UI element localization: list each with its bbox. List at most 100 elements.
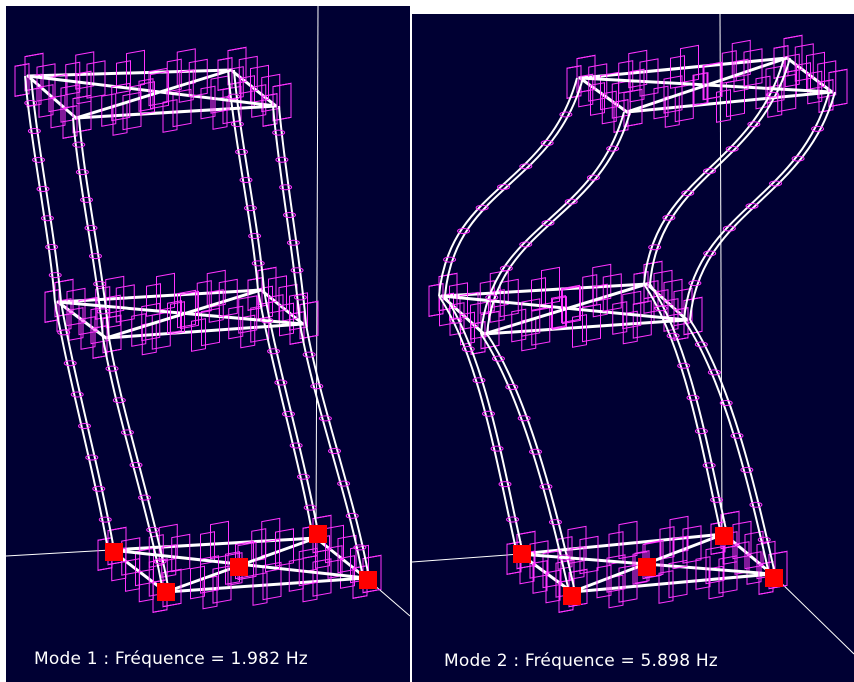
column-node-marker xyxy=(498,481,512,488)
column-node-marker xyxy=(688,280,702,287)
node-marker xyxy=(618,564,638,603)
column xyxy=(233,69,265,291)
column-node-marker xyxy=(745,203,759,209)
column-node-marker xyxy=(791,155,805,162)
node-marker xyxy=(50,94,66,129)
node-marker xyxy=(758,561,774,595)
column-node-marker xyxy=(78,423,91,429)
column-node-marker xyxy=(239,177,253,183)
node-marker xyxy=(632,551,648,585)
column xyxy=(72,117,104,339)
column-node-marker xyxy=(557,554,571,561)
floor-beam xyxy=(26,74,278,108)
column xyxy=(486,111,631,335)
column-node-marker xyxy=(443,256,457,263)
column-node-marker xyxy=(70,391,84,398)
node-marker xyxy=(172,88,192,128)
node-marker xyxy=(250,64,269,104)
node-marker xyxy=(531,307,551,346)
node-marker xyxy=(299,300,319,340)
column-node-marker xyxy=(267,348,281,355)
node-marker xyxy=(36,63,56,102)
column-node-marker xyxy=(88,253,102,260)
column-node-marker xyxy=(96,308,110,315)
node-marker xyxy=(80,316,96,350)
node-marker xyxy=(265,538,280,573)
column-node-marker xyxy=(32,156,46,163)
floor-beam xyxy=(26,68,233,78)
node-marker xyxy=(167,300,182,334)
node-marker xyxy=(202,575,218,610)
node-marker xyxy=(261,517,281,557)
mode-1-caption: Mode 1 : Fréquence = 1.982 Hz xyxy=(34,649,308,669)
mode-2-viewport: Mode 2 : Fréquence = 5.898 Hz xyxy=(412,14,854,682)
node-marker xyxy=(731,39,751,79)
node-marker xyxy=(262,93,278,127)
column-node-marker xyxy=(353,544,367,551)
node-marker xyxy=(622,310,638,345)
node-marker xyxy=(217,57,233,91)
node-marker xyxy=(86,60,106,99)
node-marker xyxy=(558,579,574,613)
node-marker xyxy=(340,555,355,589)
node-marker xyxy=(272,82,292,122)
node-marker xyxy=(140,81,155,115)
column xyxy=(272,105,301,325)
node-marker xyxy=(663,75,683,114)
node-marker xyxy=(272,82,292,122)
axis-line xyxy=(412,553,521,563)
node-marker xyxy=(62,105,78,139)
node-marker xyxy=(218,278,238,318)
node-marker xyxy=(141,302,161,342)
node-marker xyxy=(551,295,566,329)
column xyxy=(78,117,110,339)
floor-beam xyxy=(109,536,318,552)
node-marker xyxy=(773,45,789,79)
column-node-marker xyxy=(93,280,107,287)
column-node-marker xyxy=(769,180,783,187)
node-marker xyxy=(632,300,652,339)
node-marker xyxy=(190,565,205,600)
node-marker xyxy=(693,72,709,106)
node-marker xyxy=(746,551,762,585)
axis-line xyxy=(771,573,854,655)
floor-beam xyxy=(578,56,789,80)
node-marker xyxy=(352,565,368,599)
node-marker xyxy=(126,49,145,89)
node-marker xyxy=(579,535,599,575)
column xyxy=(444,77,584,297)
column-node-marker xyxy=(482,410,495,417)
floor-beam xyxy=(229,68,278,108)
node-marker xyxy=(653,289,669,323)
column xyxy=(60,301,115,551)
column-node-marker xyxy=(303,504,317,511)
column xyxy=(305,323,370,579)
node-marker xyxy=(743,48,763,87)
column xyxy=(444,295,524,555)
column-node-marker xyxy=(129,462,143,468)
node-marker xyxy=(101,93,117,127)
column-node-marker xyxy=(243,205,257,212)
node-marker xyxy=(240,314,256,349)
node-marker xyxy=(212,96,228,130)
column-node-marker xyxy=(40,215,54,222)
node-marker xyxy=(606,554,626,593)
floor-beam xyxy=(26,74,78,120)
column-node-marker xyxy=(540,140,554,146)
node-marker xyxy=(14,63,30,97)
column-node-marker xyxy=(722,225,736,232)
column-node-marker xyxy=(490,445,504,452)
node-marker xyxy=(65,61,81,96)
node-marker xyxy=(75,51,95,90)
column-node-marker xyxy=(318,415,332,422)
node-marker xyxy=(250,304,270,343)
node-marker xyxy=(628,49,648,89)
column-node-marker xyxy=(251,260,265,267)
axis-line xyxy=(6,549,112,557)
node-marker xyxy=(115,284,135,323)
column-node-marker xyxy=(811,125,825,132)
node-marker xyxy=(438,272,458,312)
column xyxy=(227,69,259,291)
floor-beam xyxy=(482,282,649,336)
column-node-marker xyxy=(694,341,708,348)
